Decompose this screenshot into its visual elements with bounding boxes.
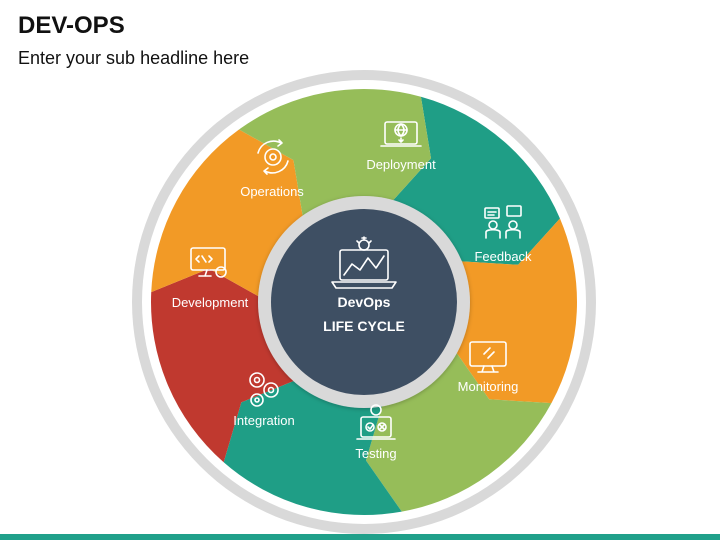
feedback-people-icon [484,205,522,239]
laptop-globe-icon [380,121,422,147]
page-subtitle: Enter your sub headline here [18,48,250,68]
center-circle [271,209,457,395]
segment-label-monitoring: Monitoring [458,379,519,394]
segment-label-feedback: Feedback [474,249,532,264]
cycle-segments [151,89,577,516]
segment-label-development: Development [172,295,249,310]
segment-label-operations: Operations [240,184,304,199]
segment-label-integration: Integration [233,413,294,428]
cycle-gear-icon [257,139,289,175]
code-screen-icon [190,247,227,278]
center-title: DevOps [338,294,391,310]
center-subtitle: LIFE CYCLE [323,318,405,334]
gears-icon [249,372,279,407]
segment-monitoring [365,351,552,512]
laptop-chart-gear-icon [331,236,397,289]
segment-label-deployment: Deployment [366,157,436,172]
segment-feedback [455,218,577,404]
monitor-icon [469,341,507,373]
page-title: DEV-OPS [18,12,125,39]
testing-laptop-icon [356,404,396,440]
bottom-accent-bar [0,534,720,540]
segment-label-testing: Testing [355,446,396,461]
segment-operations [239,89,431,218]
segment-testing [223,380,402,516]
